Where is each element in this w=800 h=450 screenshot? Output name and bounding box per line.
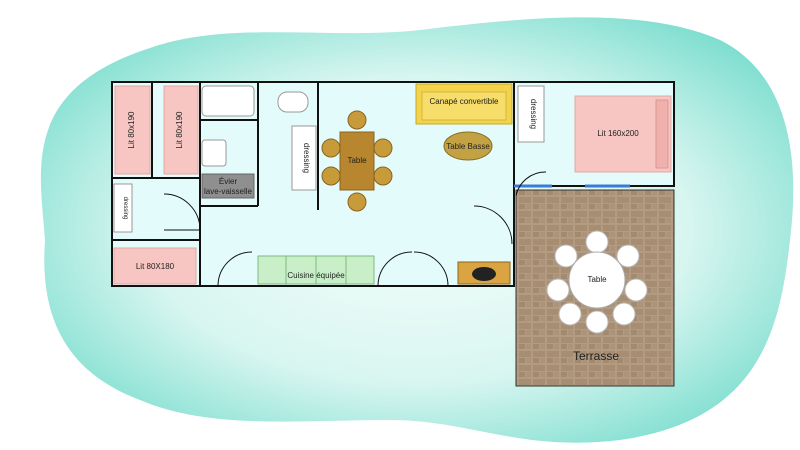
dressing-left-label: dressing [122,197,128,220]
bed-160x200-pillows [655,99,669,169]
sink-dishwasher [201,173,255,199]
sofa-label: Canapé convertible [430,97,499,106]
dressing-left [113,183,133,233]
terrace-chairs [546,230,648,334]
lave-vaisselle-label: lave-vaisselle [204,187,253,196]
bed-80x190-2-label: Lit 80x190 [175,111,184,148]
bed-80x190-1 [114,85,151,175]
terrace-label: Terrasse [573,349,619,363]
evier-label: Évier [219,177,238,186]
sofa-seat [421,91,507,121]
bed-80x180 [113,247,197,285]
dining-table-label: Table [347,156,367,165]
sink [201,139,227,167]
bathtub [201,85,255,117]
dressing-center-label: dressing [302,143,311,173]
dressing-right [517,85,545,143]
coffee-table-label: Table Basse [446,142,490,151]
dressing-center [291,125,317,191]
kitchen-label: Cuisine équipée [287,271,345,280]
bed-160x200-label: Lit 160x200 [597,129,639,138]
coffee-table [443,131,493,161]
bed-80x190-2 [163,85,199,175]
bed-80x180-label: Lit 80X180 [136,262,175,271]
bed-80x190-1-label: Lit 80x190 [127,111,136,148]
terrace-table [568,251,626,309]
interior-walls [112,82,515,286]
doors [163,171,547,287]
dining-table [339,131,375,191]
dressing-right-label: dressing [529,99,538,129]
stove-top [472,267,496,281]
dining-chairs [321,110,393,212]
terrace-table-label: Table [587,275,607,284]
toilet [277,91,309,113]
bed-160x200 [574,95,672,173]
